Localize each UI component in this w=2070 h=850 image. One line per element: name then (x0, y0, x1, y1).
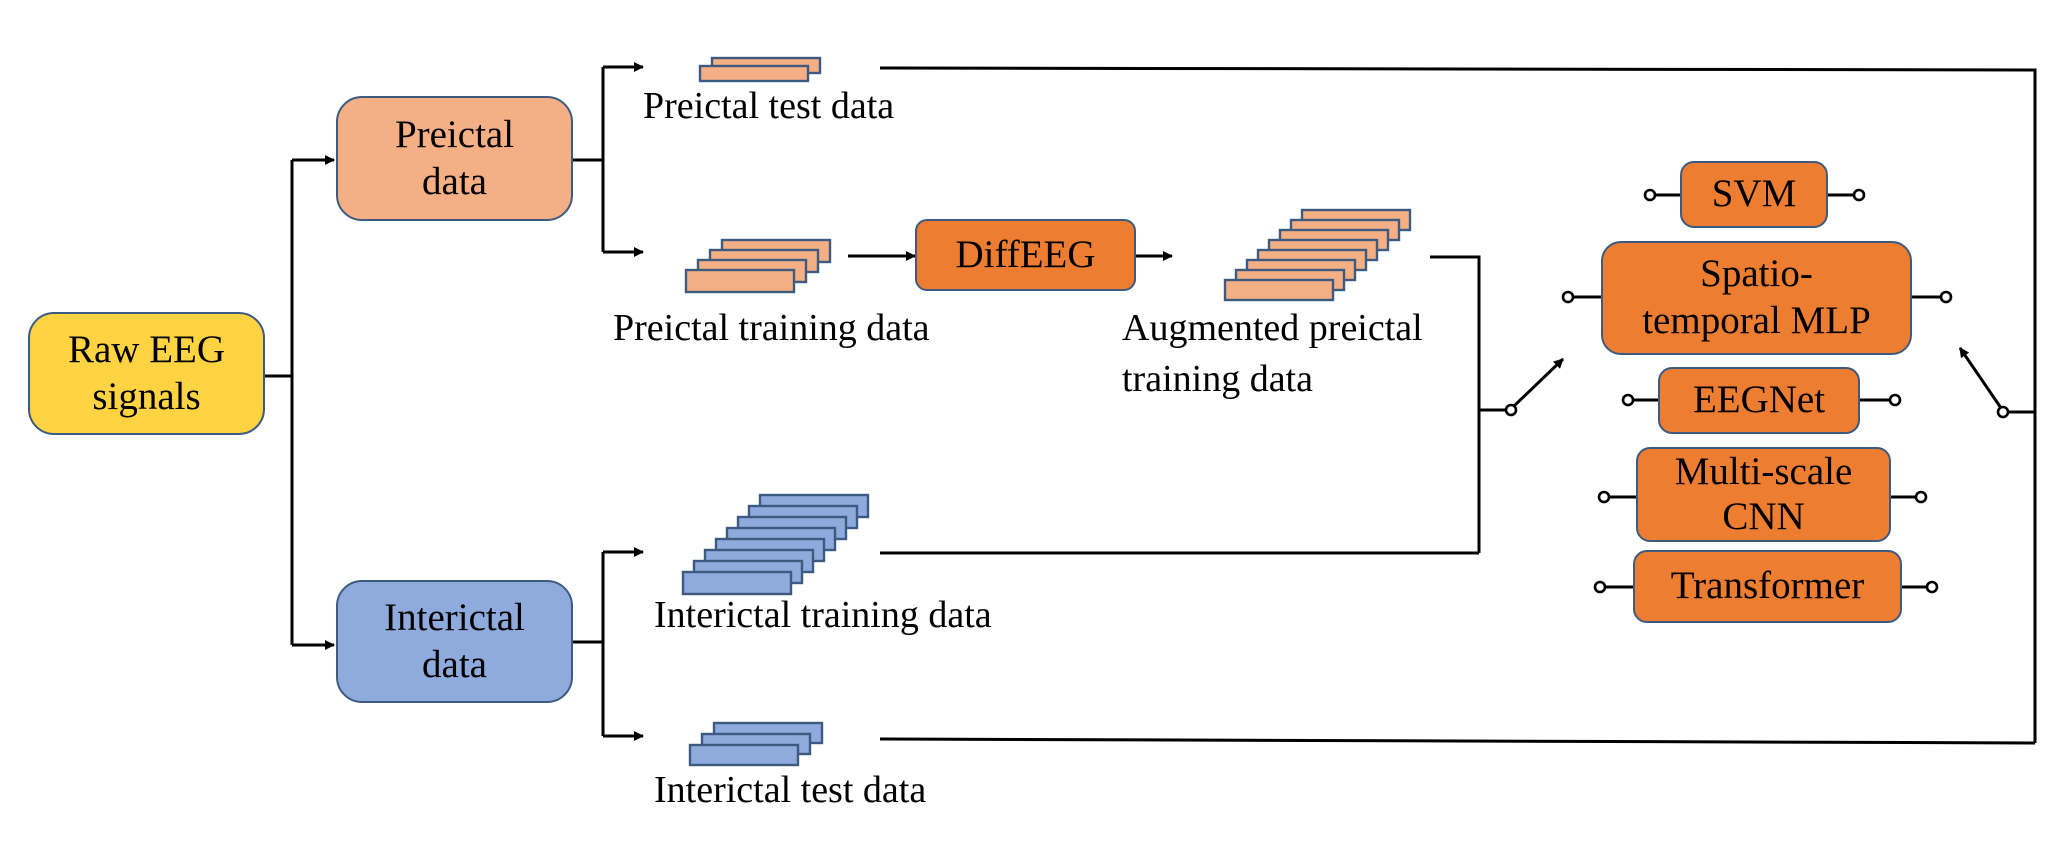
interictal-test-line (879, 737, 2036, 745)
interictal-test-stack (688, 721, 824, 767)
data-sheet (1223, 278, 1335, 302)
preictal-test-line (879, 66, 2037, 743)
raw-eeg-node: Raw EEG signals (28, 312, 265, 435)
spatio-temporal-mlp-model: Spatio- temporal MLP (1601, 241, 1912, 355)
data-sheet (698, 64, 810, 83)
preictal-data-node: Preictal data (336, 96, 573, 221)
interictal-data-node: Interictal data (336, 580, 573, 703)
data-stacks (681, 56, 1412, 767)
data-sheet (684, 268, 796, 294)
diffeeg-node: DiffEEG (915, 219, 1136, 291)
preictal-test-caption: Preictal test data (643, 85, 895, 127)
preictal-train-stack (684, 238, 832, 294)
stmlp-out-terminal (1939, 290, 1953, 304)
data-sheet (688, 743, 800, 767)
svm-out-terminal (1852, 188, 1866, 202)
train-switch-lever (1512, 357, 1565, 408)
svm-in-terminal (1643, 188, 1657, 202)
augmented-stack (1223, 208, 1412, 302)
interictal-test-caption: Interictal test data (654, 769, 927, 811)
augmented-out-line (1430, 255, 1481, 553)
data-sheet (681, 570, 793, 596)
preictal-train-caption: Preictal training data (613, 307, 930, 349)
eegnet-in-terminal (1621, 393, 1635, 407)
mscnn-out-terminal (1914, 490, 1928, 504)
transformer-in-terminal (1593, 580, 1607, 594)
preictal-split-line (573, 67, 605, 252)
stmlp-in-terminal (1561, 290, 1575, 304)
transformer-out-terminal (1925, 580, 1939, 594)
augmented-caption-line2: training data (1122, 358, 1313, 400)
test-switch-lever (1958, 347, 2003, 409)
preictal-test-stack (698, 56, 822, 83)
transformer-model: Transformer (1633, 550, 1902, 623)
mscnn-in-terminal (1597, 490, 1611, 504)
svm-model: SVM (1680, 161, 1828, 228)
eegnet-model: EEGNet (1658, 367, 1860, 434)
interictal-train-stack (681, 493, 870, 596)
test-switch-pivot (1996, 405, 2010, 419)
interictal-split-line (573, 552, 605, 736)
train-switch-pivot (1504, 403, 1518, 417)
eegnet-out-terminal (1888, 393, 1902, 407)
interictal-train-caption: Interictal training data (654, 594, 992, 636)
multi-scale-cnn-model: Multi-scale CNN (1636, 447, 1891, 542)
augmented-caption-line1: Augmented preictal (1122, 307, 1423, 349)
